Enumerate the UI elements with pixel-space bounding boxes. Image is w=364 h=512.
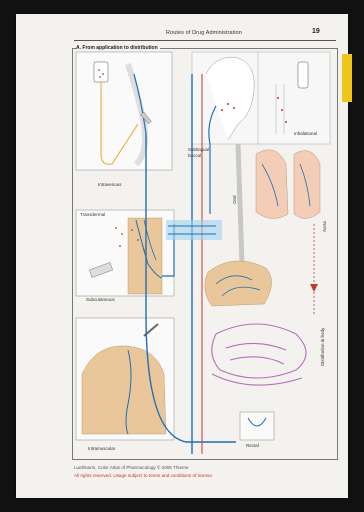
thigh-shape [82,346,166,434]
label-subcutaneous: Subcutaneous [86,297,115,302]
label-intravenous: Intravenous [98,182,122,187]
label-transdermal: Transdermal [80,212,105,217]
intravenous-panel [76,52,172,170]
iv-bag-icon [94,62,108,82]
label-sublingual: Sublingual [188,147,209,152]
liver [205,261,272,306]
inhaler-icon [298,62,308,88]
label-intramuscular: Intramuscular [88,446,115,451]
license-notice: All rights reserved. Usage subject to te… [74,473,213,478]
intestine [212,324,306,385]
heart-junction [166,220,222,240]
drug-distribution-illustration [16,14,348,498]
label-rectal: Rectal [246,443,259,448]
label-distribution-in-body: Distribution in body [320,328,325,366]
copyright-credit: Luellmann, Color Atlas of Pharmacology ©… [74,465,188,470]
label-oral: Oral [232,195,237,204]
label-buccal: buccal [188,153,201,158]
book-page: Routes of Drug Administration 19 A. From… [16,14,348,498]
lung-right [294,151,320,219]
skin-block [128,218,162,294]
label-aorta: Aorta [322,221,327,232]
label-inhalational: Inhalational [294,131,317,136]
